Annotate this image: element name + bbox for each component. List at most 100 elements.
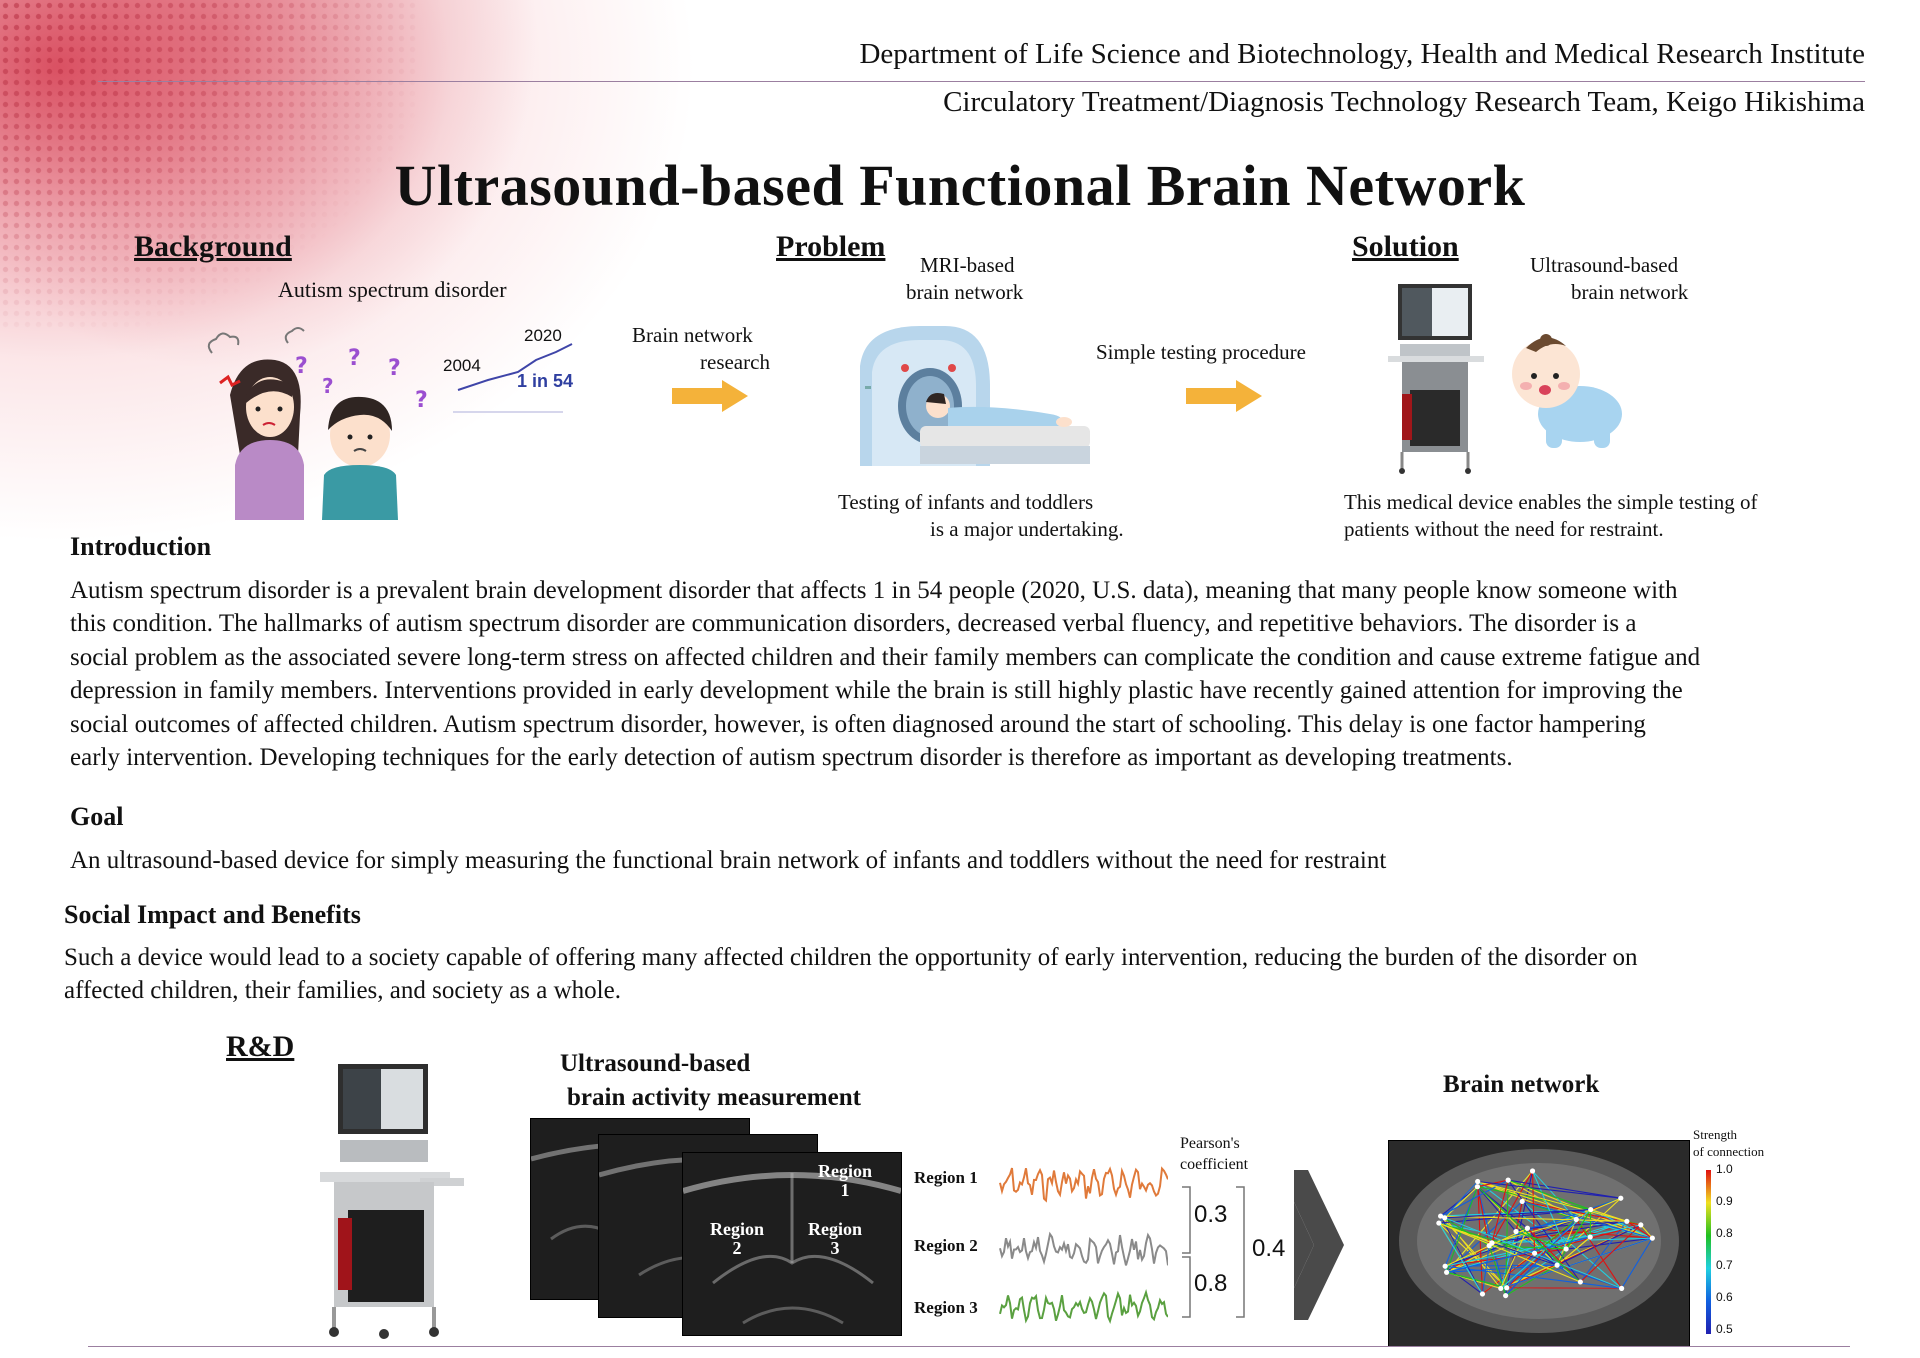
network-edge <box>1477 1186 1517 1232</box>
network-node <box>1498 1285 1504 1292</box>
svg-text:?: ? <box>348 346 361 371</box>
brain-network-heading: Brain network <box>1443 1071 1600 1098</box>
impact-paragraph: Such a device would lead to a society ca… <box>64 941 1879 1008</box>
network-node <box>1438 1213 1444 1219</box>
problem-note-line2: is a major undertaking. <box>930 517 1124 541</box>
network-edge <box>1477 1186 1591 1211</box>
network-edge <box>1445 1264 1558 1267</box>
correlation-brackets <box>1182 1186 1245 1318</box>
header-divider <box>98 81 1865 82</box>
network-node <box>1479 1291 1486 1297</box>
introduction-line: early intervention. Developing technique… <box>70 744 1513 772</box>
network-edge <box>1621 1237 1653 1289</box>
introduction-line: depression in family members. Interventi… <box>70 677 1683 705</box>
svg-text:?: ? <box>322 374 334 398</box>
network-node <box>1619 1285 1625 1291</box>
network-edge <box>1440 1215 1483 1295</box>
network-edge <box>1579 1220 1628 1283</box>
network-node <box>1563 1246 1569 1252</box>
network-edge <box>1477 1186 1581 1283</box>
trend-label: 1 in 54 <box>517 371 574 391</box>
impact-line: affected children, their families, and s… <box>64 977 621 1005</box>
coefficient-r13: 0.4 <box>1252 1235 1286 1262</box>
trend-start-year: 2004 <box>443 356 481 375</box>
arrow1-caption-line2: research <box>700 350 770 374</box>
scale-tick: 0.7 <box>1716 1258 1733 1272</box>
network-edge <box>1579 1224 1642 1283</box>
network-node <box>1475 1178 1481 1185</box>
arrow-right-icon <box>1186 380 1262 412</box>
network-edge <box>1521 1201 1622 1289</box>
pearson-label-line2: coefficient <box>1180 1156 1249 1173</box>
network-edge <box>1556 1224 1642 1266</box>
network-edge <box>1589 1209 1592 1238</box>
network-edge <box>1491 1170 1534 1244</box>
network-node <box>1503 1292 1509 1299</box>
problem-caption-line1: MRI-based <box>920 253 1015 277</box>
trend-end-year: 2020 <box>524 326 562 345</box>
network-edge <box>1438 1222 1493 1244</box>
network-edge <box>1515 1201 1523 1232</box>
region-1-waveform <box>999 1166 1168 1203</box>
introduction-line: Autism spectrum disorder is a prevalent … <box>70 577 1678 604</box>
network-edge <box>1500 1237 1653 1289</box>
background-heading: Background <box>134 230 292 263</box>
problem-heading: Problem <box>776 230 886 263</box>
network-node <box>1573 1216 1579 1222</box>
strength-scale-ticks: 1.0 0.9 0.8 0.7 0.6 0.5 <box>1716 1162 1746 1342</box>
network-edge <box>1477 1186 1528 1229</box>
network-edge <box>1438 1222 1535 1254</box>
network-node <box>1618 1195 1624 1201</box>
brain-network-graph <box>1399 1149 1679 1333</box>
scale-tick: 0.9 <box>1716 1194 1733 1208</box>
network-edge <box>1556 1236 1591 1266</box>
solution-note-line1: This medical device enables the simple t… <box>1344 490 1758 514</box>
network-node <box>1649 1235 1655 1241</box>
network-node <box>1513 1228 1519 1235</box>
network-node <box>1443 1269 1450 1275</box>
signal-label-region-2: Region 2 <box>914 1236 978 1255</box>
brain-network-image <box>1388 1140 1690 1347</box>
arrow-right-icon <box>1294 1170 1344 1320</box>
network-node <box>1531 1250 1538 1256</box>
network-edge <box>1491 1197 1621 1244</box>
pearson-label-line1: Pearson's <box>1180 1135 1240 1152</box>
network-edge <box>1440 1215 1622 1289</box>
network-edge <box>1515 1231 1567 1250</box>
strength-label-line2: of connection <box>1693 1144 1765 1159</box>
coefficient-r23: 0.8 <box>1194 1270 1228 1297</box>
network-edge <box>1444 1209 1591 1219</box>
solution-caption-line2: brain network <box>1571 280 1689 304</box>
network-node <box>1442 1263 1448 1269</box>
region-2-waveform <box>999 1231 1168 1266</box>
solution-heading: Solution <box>1352 230 1459 263</box>
network-edge <box>1556 1209 1592 1266</box>
ultrasound-scan-frame <box>682 1152 902 1336</box>
network-node <box>1624 1218 1630 1224</box>
network-edge <box>1556 1219 1577 1266</box>
network-edge <box>1500 1209 1592 1289</box>
network-edge <box>1446 1271 1507 1289</box>
introduction-paragraph: Autism spectrum disorder is a prevalent … <box>70 574 1885 774</box>
network-edge <box>1476 1186 1490 1246</box>
coefficient-r12: 0.3 <box>1194 1201 1228 1228</box>
network-edge <box>1527 1218 1577 1229</box>
svg-text:?: ? <box>388 356 401 381</box>
network-edge <box>1491 1218 1577 1244</box>
scale-tick: 1.0 <box>1716 1162 1733 1176</box>
network-edge <box>1590 1209 1628 1222</box>
network-edge <box>1506 1287 1622 1289</box>
scale-tick: 0.5 <box>1716 1322 1733 1336</box>
network-edge <box>1440 1215 1627 1222</box>
signal-label-region-1: Region 1 <box>914 1168 978 1187</box>
signal-label-region-3: Region 3 <box>914 1298 978 1317</box>
measurement-heading-line2: brain activity measurement <box>567 1084 861 1111</box>
network-edge <box>1491 1242 1558 1266</box>
footer-divider <box>88 1346 1850 1347</box>
problem-caption-line2: brain network <box>906 280 1024 304</box>
network-node <box>1529 1168 1536 1174</box>
department-line: Department of Life Science and Biotechno… <box>859 38 1865 70</box>
network-node <box>1519 1198 1525 1205</box>
network-edge <box>1445 1224 1641 1267</box>
